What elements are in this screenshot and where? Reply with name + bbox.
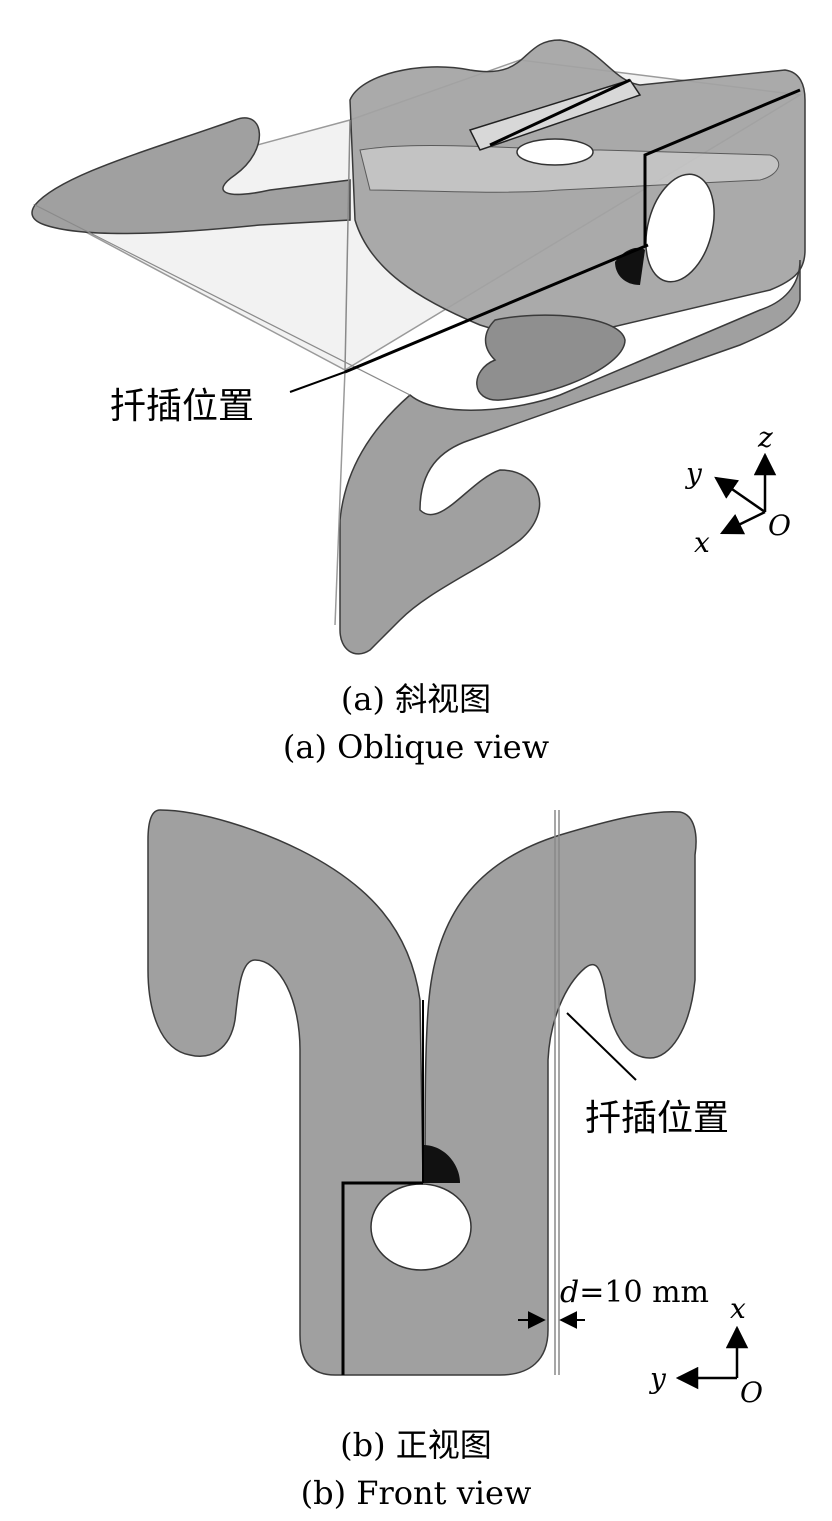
plane-edge-1: [344, 119, 351, 371]
large-hole: [645, 173, 715, 283]
dimension-label: d=10 mm: [560, 1275, 709, 1310]
plane-edge-2: [334, 369, 346, 626]
axis-origin-label: O: [768, 509, 791, 542]
lower-body: [339, 259, 801, 655]
axis-x-label-b: x: [730, 1292, 746, 1325]
front-view-panel: 扦插位置 d=10 mm x y O (b) 正视图 (b) Front vie…: [147, 809, 763, 1512]
oblique-view-panel: 扦插位置 z y x O (a) 斜视图 (a) Oblique view: [31, 39, 806, 766]
axis-y-label: y: [684, 457, 703, 490]
caption-a-en: (a) Oblique view: [283, 728, 549, 766]
axis-triad-a: z y x O: [684, 421, 791, 559]
dimension-d: d=10 mm: [518, 1275, 709, 1329]
leader-line-a: [289, 371, 346, 393]
insertion-line-top: [489, 78, 631, 147]
axis-origin-label-b: O: [740, 1376, 763, 1409]
axis-x-label: x: [694, 526, 710, 559]
front-hole: [370, 1183, 472, 1271]
small-hole: [516, 138, 594, 166]
axis-z-label: z: [757, 421, 773, 454]
axis-y-label-b: y: [648, 1362, 667, 1395]
left-wing: [31, 117, 351, 235]
caption-b-cn: (b) 正视图: [340, 1426, 492, 1464]
plane-edge-3: [34, 204, 411, 396]
caption-a-cn: (a) 斜视图: [341, 680, 491, 718]
insertion-line-diag: [344, 243, 649, 374]
front-black-marker: [423, 1145, 460, 1183]
leader-line-b: [566, 1012, 637, 1081]
lower-lobe: [476, 314, 626, 401]
caption-b-en: (b) Front view: [301, 1474, 532, 1512]
insertion-line-mid: [643, 88, 801, 245]
insert-label-a: 扦插位置: [110, 386, 254, 427]
axis-triad-b: x y O: [648, 1292, 763, 1409]
front-insertion-line: [341, 1181, 423, 1375]
insert-label-b: 扦插位置: [585, 1098, 729, 1139]
